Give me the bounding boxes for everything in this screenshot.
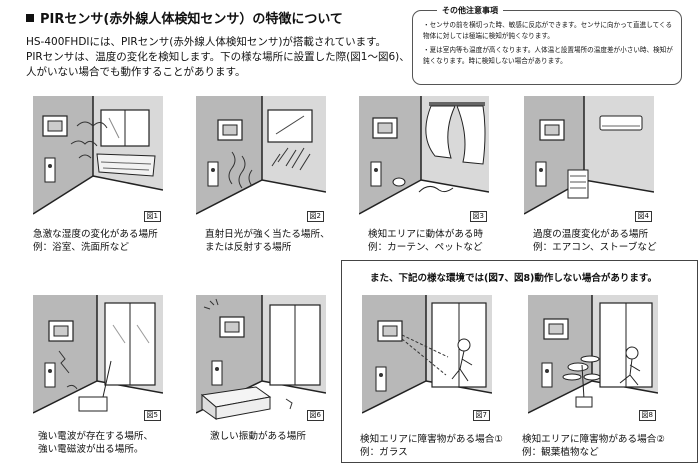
figure-label: 図5 [143,410,161,421]
bullet-square-icon [26,14,34,22]
figure-4-caption: 過度の温度変化がある場所 例：エアコン、ストーブなど [533,228,657,254]
figure-5: 図5 [33,295,163,423]
page-title-text: PIRセンサ(赤外線人体検知センサ）の特徴について [40,12,343,27]
figure-label: 図3 [469,211,487,222]
caption-line: 強い電波が存在する場所、 [38,431,154,442]
notes-item: ・センサの前を横切った時、敏感に反応ができます。センサに向かって直進してくる物体… [423,21,673,40]
intro-line: 人がいない場合でも動作することがあります。 [26,66,246,78]
page-title: PIRセンサ(赤外線人体検知センサ）の特徴について [26,8,343,27]
figure-label: 図4 [634,211,652,222]
caption-line: 例：カーテン、ペットなど [368,242,483,253]
caption-line: 例：浴室、洗面所など [33,242,129,253]
radio-waves-illustration [33,295,163,414]
caption-line: 急激な湿度の変化がある場所 [33,229,158,240]
caption-line: 例：エアコン、ストーブなど [533,242,657,253]
vibration-illustration [196,295,326,420]
bathroom-illustration [33,96,163,215]
aircon-illustration [524,96,654,215]
figure-6-caption: 激しい振動がある場所 [210,430,306,443]
figure-7: 図7 [362,295,492,423]
figure-label: 図8 [638,410,656,421]
sunlight-illustration [196,96,326,215]
caption-line: または反射する場所 [205,242,292,253]
figure-8-caption: 検知エリアに障害物がある場合② 例：観葉植物など [522,433,665,459]
figure-2: 図2 [196,96,326,224]
figure-6: 図6 [196,295,326,423]
caption-line: 直射日光が強く当たる場所、 [205,229,330,240]
figure-4: 図4 [524,96,654,224]
caption-line: 例：観葉植物など [522,447,599,458]
caption-line: 検知エリアに障害物がある場合② [522,434,665,445]
figure-3: 図3 [359,96,489,224]
figure-label: 図7 [472,410,490,421]
section-no-detect-title: また、下記の様な環境では(図7、図8)動作しない場合があります。 [370,273,657,284]
notes-title: その他注意事項 [437,5,503,16]
curtain-illustration [359,96,489,215]
figure-2-caption: 直射日光が強く当たる場所、 または反射する場所 [205,228,330,254]
caption-line: 検知エリアに動体がある時 [368,229,484,240]
notes-item: ・夏は室内等も温度が高くなります。人体温と設置場所の温度差が小さい時、検知が鈍く… [423,46,673,65]
figure-7-caption: 検知エリアに障害物がある場合① 例：ガラス [360,433,503,459]
figure-3-caption: 検知エリアに動体がある時 例：カーテン、ペットなど [368,228,483,254]
notes-body: ・センサの前を横切った時、敏感に反応ができます。センサに向かって直進してくる物体… [423,20,675,70]
caption-line: 例：ガラス [360,447,408,458]
caption-line: 激しい振動がある場所 [210,431,306,442]
figure-1: 図1 [33,96,163,224]
figure-label: 図2 [306,211,324,222]
figure-label: 図1 [143,211,161,222]
figure-label: 図6 [306,410,324,421]
intro-line: HS-400FHDIには、PIRセンサ(赤外線人体検知センサ)が搭載されています… [26,36,387,48]
section-no-detect-box [341,260,698,463]
caption-line: 過度の温度変化がある場所 [533,229,649,240]
notes-box: その他注意事項 ・センサの前を横切った時、敏感に反応ができます。センサに向かって… [412,5,682,85]
plant-obstacle-illustration [528,295,658,414]
caption-line: 検知エリアに障害物がある場合① [360,434,503,445]
intro-text: HS-400FHDIには、PIRセンサ(赤外線人体検知センサ)が搭載されています… [26,35,410,80]
intro-line: PIRセンサは、温度の変化を検知します。下の様な場所に設置した際(図1～図6)、 [26,51,410,63]
figure-8: 図8 [528,295,658,423]
glass-obstacle-illustration [362,295,492,414]
caption-line: 強い電磁波が出る場所。 [38,444,144,455]
figure-1-caption: 急激な湿度の変化がある場所 例：浴室、洗面所など [33,228,158,254]
figure-5-caption: 強い電波が存在する場所、 強い電磁波が出る場所。 [38,430,153,456]
